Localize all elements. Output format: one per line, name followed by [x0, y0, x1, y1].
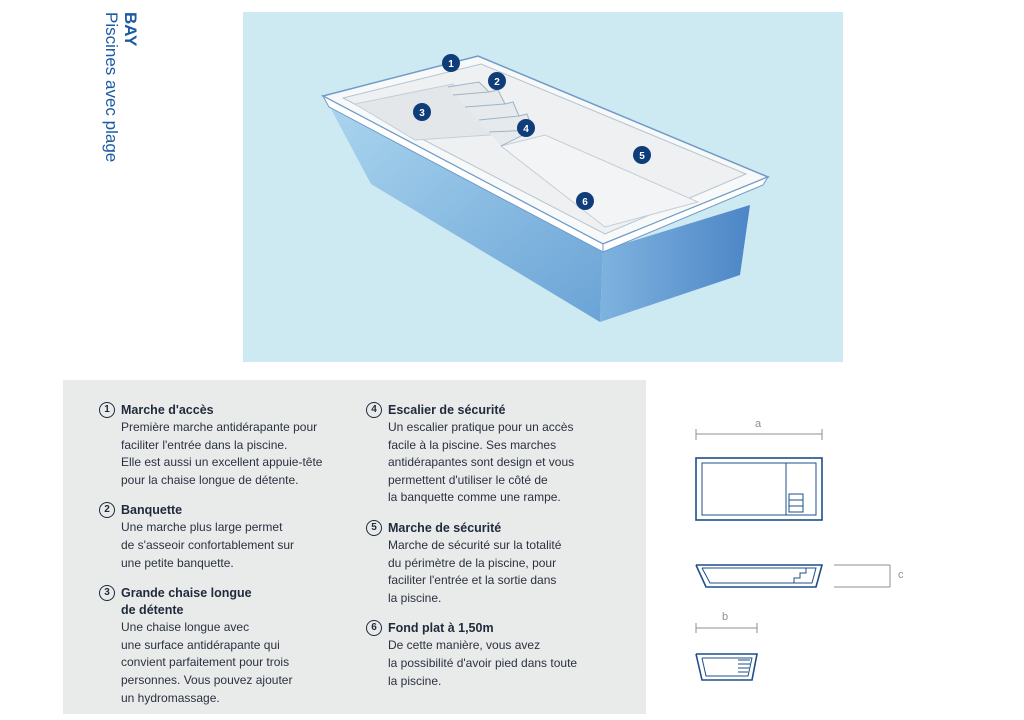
feature-line: antidérapantes sont design et vous — [388, 455, 575, 470]
svg-text:2: 2 — [494, 77, 500, 88]
feature-line: permettent d'utiliser le côté de — [388, 472, 548, 487]
feature-number: 1 — [99, 402, 115, 418]
brand-name: BAY — [121, 12, 140, 47]
dimension-label-a: a — [755, 418, 762, 430]
feature-line: pour la chaise longue de détente. — [121, 472, 299, 487]
feature-number: 2 — [99, 502, 115, 519]
feature-line: du périmètre de la piscine, pour — [388, 555, 557, 570]
feature-line: la piscine. — [388, 590, 442, 605]
svg-text:1: 1 — [448, 59, 454, 70]
feature-access-step: 1 Marche d'accès Première marche antidér… — [99, 402, 371, 489]
feature-line: un hydromassage. — [121, 690, 220, 705]
feature-title: Fond plat à 1,50m — [388, 621, 494, 636]
badge-3: 3 — [413, 103, 431, 121]
top-view-schematic — [695, 429, 823, 521]
product-subtitle: Piscines avec plage — [102, 12, 121, 163]
features-column-right: 4 Escalier de sécurité Un escalier prati… — [366, 402, 638, 703]
pool-illustration: 1 2 3 4 5 6 — [243, 12, 843, 362]
feature-title: Marche d'accès — [121, 403, 214, 417]
feature-title: Escalier de sécurité — [388, 403, 506, 417]
feature-line: Elle est aussi un excellent appuie-tête — [121, 455, 323, 470]
features-panel: 1 Marche d'accès Première marche antidér… — [63, 380, 646, 714]
svg-text:3: 3 — [419, 108, 425, 119]
feature-safety-stairs: 4 Escalier de sécurité Un escalier prati… — [366, 402, 638, 507]
pool-front-wall — [600, 205, 750, 322]
feature-safety-step: 5 Marche de sécurité Marche de sécurité … — [366, 519, 638, 607]
feature-title-line2: de détente — [121, 603, 184, 618]
feature-line: Première marche antidérapante pour — [121, 420, 318, 434]
feature-line: Une chaise longue avec — [121, 620, 250, 635]
dimension-label-b: b — [722, 611, 729, 623]
feature-line: faciliter l'entrée et la sortie dans — [388, 573, 557, 588]
feature-number: 6 — [366, 620, 382, 637]
feature-line: une petite banquette. — [121, 555, 234, 570]
feature-line: faciliter l'entrée dans la piscine. — [121, 437, 288, 452]
feature-line: la piscine. — [388, 673, 442, 688]
feature-title: Banquette — [121, 503, 183, 518]
feature-title: Grande chaise longue — [121, 586, 252, 601]
badge-1: 1 — [442, 54, 460, 72]
pool-left-wall — [331, 109, 603, 322]
feature-number: 4 — [366, 402, 382, 418]
feature-line: facile à la piscine. Ses marches — [388, 437, 557, 452]
features-column-left: 1 Marche d'accès Première marche antidér… — [99, 402, 371, 720]
badge-2: 2 — [488, 72, 506, 90]
feature-line: de s'asseoir confortablement sur — [121, 537, 295, 552]
badge-6: 6 — [576, 192, 594, 210]
feature-number: 3 — [99, 585, 115, 602]
badge-5: 5 — [633, 146, 651, 164]
svg-text:5: 5 — [639, 151, 645, 162]
feature-lounge-chair: 3 Grande chaise longue de détente Une ch… — [99, 585, 371, 707]
feature-line: Un escalier pratique pour un accès — [388, 420, 574, 434]
feature-bench: 2 Banquette Une marche plus large permet… — [99, 502, 371, 572]
badge-4: 4 — [517, 119, 535, 137]
end-view-schematic — [695, 623, 758, 681]
pool-floor — [499, 134, 700, 228]
feature-flat-bottom: 6 Fond plat à 1,50m De cette manière, vo… — [366, 620, 638, 690]
svg-text:6: 6 — [582, 197, 588, 208]
feature-line: une surface antidérapante qui — [121, 637, 280, 652]
side-title: BAY Piscines avec plage — [102, 12, 140, 162]
feature-title: Marche de sécurité — [388, 520, 502, 535]
dimension-label-c: c — [898, 569, 904, 581]
feature-line: convient parfaitement pour trois — [121, 655, 290, 670]
feature-line: De cette manière, vous avez — [388, 638, 541, 653]
feature-number: 5 — [366, 519, 382, 536]
side-view-schematic — [695, 564, 891, 588]
pool-rim-edge-right — [602, 175, 770, 253]
svg-text:4: 4 — [523, 124, 529, 135]
feature-line: Marche de sécurité sur la totalité — [388, 537, 562, 552]
pool-3d-drawing: 1 2 3 4 5 6 — [320, 54, 770, 322]
feature-line: personnes. Vous pouvez ajouter — [121, 672, 293, 687]
feature-line: la banquette comme une rampe. — [388, 490, 561, 505]
feature-line: Une marche plus large permet — [121, 520, 283, 535]
feature-line: la possibilité d'avoir pied dans toute — [388, 655, 578, 670]
